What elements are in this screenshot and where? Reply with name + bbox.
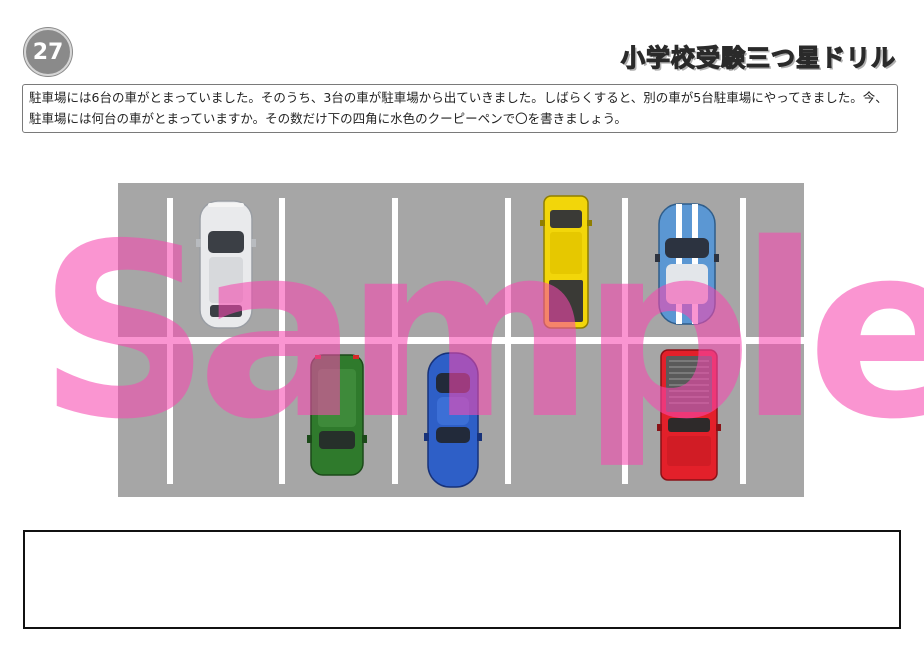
blue-sports-car	[424, 352, 482, 488]
blue-striped-car	[655, 203, 719, 325]
drill-brand-title: 小学校受験三つ星ドリル	[620, 43, 896, 72]
white-car	[196, 200, 256, 329]
answer-box[interactable]	[23, 530, 901, 629]
question-number-badge: 27	[24, 28, 72, 76]
parking-lines	[118, 198, 804, 484]
yellow-pickup	[540, 195, 592, 329]
red-pickup	[657, 349, 721, 481]
question-text: 駐車場には6台の車がとまっていました。そのうち、3台の車が駐車場から出ていきまし…	[22, 84, 898, 133]
parking-lot	[118, 183, 804, 497]
green-car	[307, 354, 367, 476]
